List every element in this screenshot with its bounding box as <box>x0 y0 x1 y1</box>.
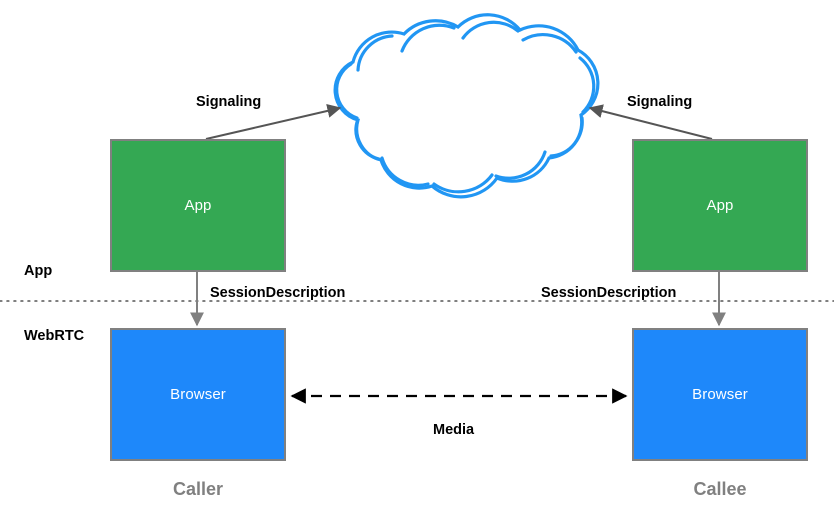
caller-browser-label: Browser <box>170 386 226 403</box>
webrtc-layer-label: WebRTC <box>24 328 85 344</box>
callee-role-label: Callee <box>693 479 747 499</box>
callee-app-box[interactable]: App <box>632 139 808 272</box>
caller-signaling-label: Signaling <box>196 94 262 110</box>
callee-browser-box[interactable]: Browser <box>632 328 808 461</box>
caller-role-label: Caller <box>172 479 224 499</box>
callee-app-label: App <box>706 197 734 214</box>
callee-signaling-label: Signaling <box>627 94 693 110</box>
caller-sessiondescription-label: SessionDescription <box>210 285 346 301</box>
caller-app-box[interactable]: App <box>110 139 286 272</box>
callee-sessiondescription-label: SessionDescription <box>541 285 677 301</box>
signaling-server-cloud <box>333 13 600 199</box>
app-layer-label: App <box>24 263 53 279</box>
caller-app-label: App <box>184 197 212 214</box>
media-label: Media <box>433 422 475 438</box>
caller-signaling-arrow <box>205 104 342 140</box>
callee-browser-label: Browser <box>692 386 748 403</box>
caller-browser-box[interactable]: Browser <box>110 328 286 461</box>
callee-signaling-arrow <box>588 104 713 140</box>
